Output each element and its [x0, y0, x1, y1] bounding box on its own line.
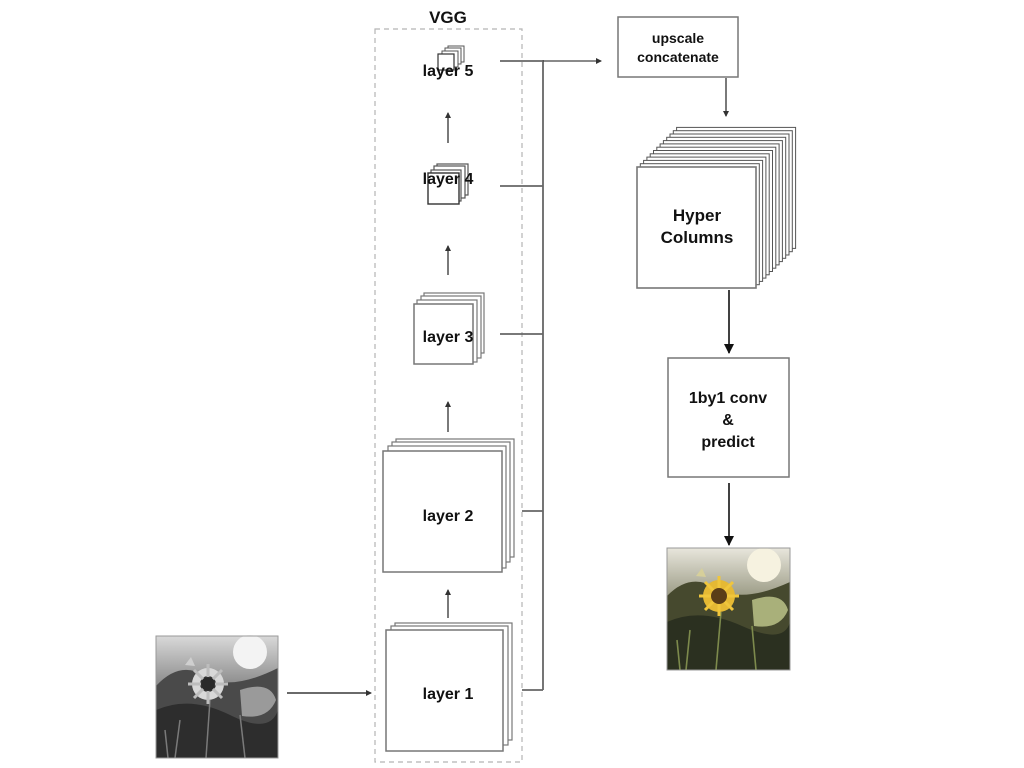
layer-2-label: layer 2	[423, 508, 474, 525]
predict-line3: predict	[701, 434, 755, 451]
predict-line2: &	[722, 412, 734, 429]
columns-label: Columns	[661, 228, 734, 247]
layer-5-label: layer 5	[423, 63, 474, 80]
upscale-label: upscale	[652, 30, 704, 46]
input-grayscale-image	[155, 635, 279, 759]
layer-4-stack: layer 4	[423, 163, 474, 205]
layer-2-stack: layer 2	[382, 438, 515, 573]
layer-4-label: layer 4	[423, 171, 474, 188]
layer-5-stack: layer 5	[423, 45, 474, 80]
hyper-label: Hyper	[673, 206, 722, 225]
upscale-box	[617, 16, 739, 78]
output-color-image	[666, 547, 791, 671]
vgg-container	[374, 28, 523, 763]
predict-line1: 1by1 conv	[689, 390, 767, 407]
vgg-label: VGG	[429, 8, 467, 27]
predict-box	[667, 357, 790, 478]
layer-3-stack: layer 3	[413, 292, 485, 365]
concatenate-label: concatenate	[637, 49, 719, 65]
hypercolumns-front-sheet	[636, 166, 757, 289]
layer-1-label: layer 1	[423, 686, 474, 703]
layer-3-label: layer 3	[423, 329, 474, 346]
feature-bus	[500, 60, 544, 691]
layer-1-stack: layer 1	[385, 622, 513, 752]
hypercolumns-stack	[636, 126, 797, 289]
